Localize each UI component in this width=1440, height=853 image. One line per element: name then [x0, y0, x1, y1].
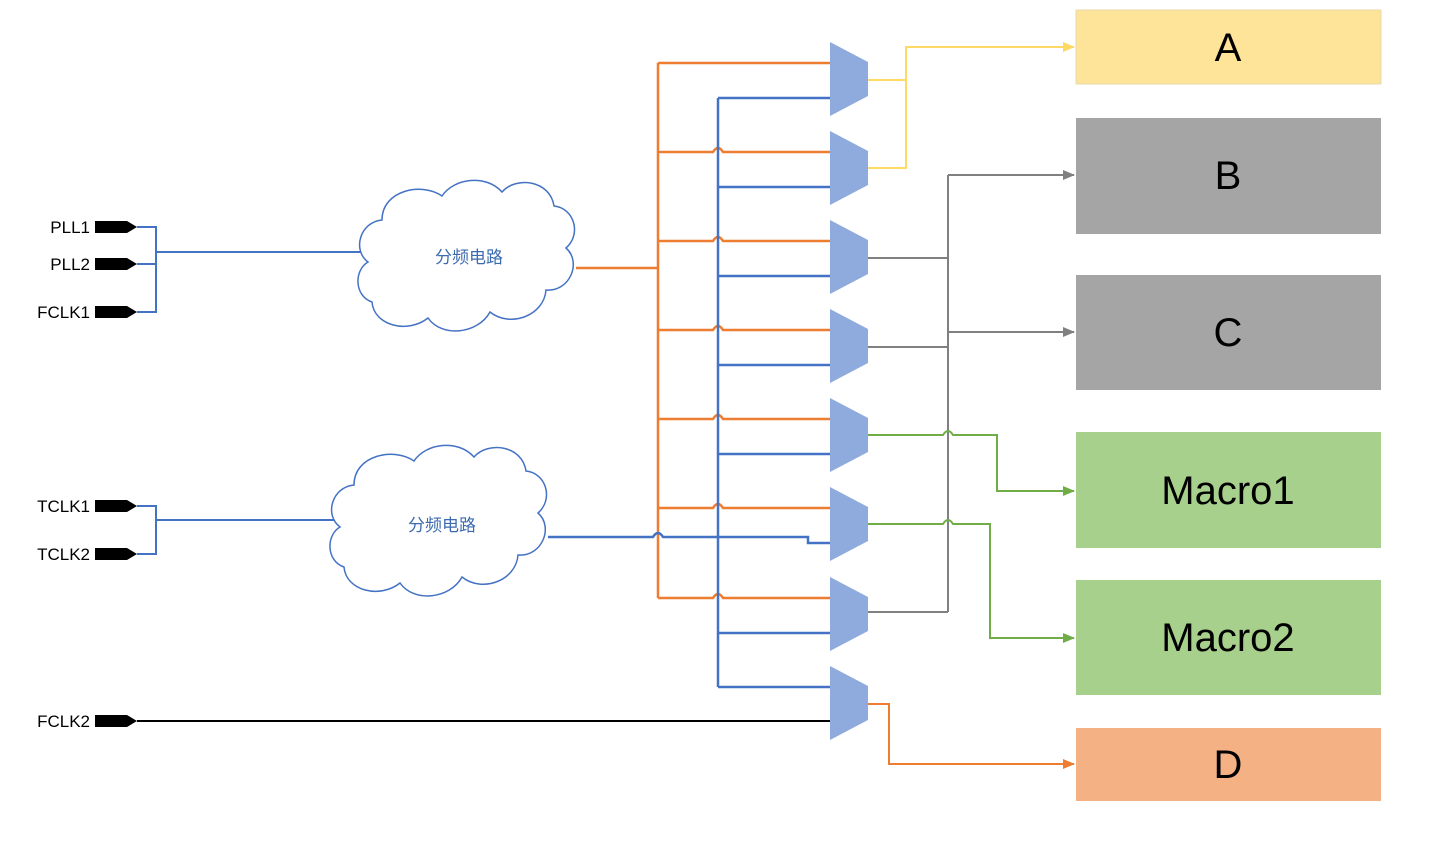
pin-pll1-label: PLL1 [50, 218, 90, 237]
pin-pll1-shape [95, 221, 137, 233]
pin-fclk1: FCLK1 [37, 303, 137, 322]
mux-3 [830, 220, 868, 294]
wire-pll-group [137, 226, 362, 313]
mux-2 [830, 131, 868, 205]
pin-pll1: PLL1 [50, 218, 137, 237]
output-d-box [1076, 728, 1381, 801]
pin-tclk1: TCLK1 [37, 497, 137, 516]
pin-fclk2: FCLK2 [37, 712, 137, 731]
input-pins: PLL1 PLL2 FCLK1 TCLK1 TCLK2 FCLK2 [37, 218, 137, 731]
pin-fclk2-shape [95, 715, 137, 727]
orange-bus [576, 61, 832, 600]
divider-cloud-bottom-shape [329, 444, 548, 597]
mux-1 [830, 42, 868, 116]
output-a-box [1075, 9, 1382, 85]
pin-fclk1-shape [95, 306, 137, 318]
orange-to-mux2 [658, 146, 832, 154]
output-macro2: Macro2 [1076, 580, 1381, 695]
mux-6 [830, 487, 868, 561]
output-c-label: C [1214, 311, 1243, 355]
blue-bus [548, 96, 832, 689]
output-a: A [1075, 9, 1382, 85]
output-d-label: D [1214, 743, 1243, 787]
pin-fclk2-label: FCLK2 [37, 712, 90, 731]
wire-to-macro1 [868, 430, 1075, 496]
wire-to-d [868, 703, 1075, 769]
blue-bus-feed [548, 531, 832, 545]
pin-tclk2: TCLK2 [37, 545, 137, 564]
orange-to-mux3 [658, 235, 832, 243]
orange-to-mux6 [658, 502, 832, 510]
orange-to-mux5 [658, 413, 832, 421]
pin-tclk2-label: TCLK2 [37, 545, 90, 564]
output-macro1: Macro1 [1076, 432, 1381, 548]
wire-mux2-to-a [868, 80, 907, 169]
wire-to-macro2 [868, 519, 1075, 643]
pin-tclk2-shape [95, 548, 137, 560]
output-b: B [1076, 118, 1381, 234]
input-wires [137, 226, 362, 555]
mux-5 [830, 398, 868, 472]
output-c-box [1076, 275, 1381, 390]
output-macro1-label: Macro1 [1161, 469, 1294, 513]
output-b-label: B [1215, 154, 1242, 198]
wire-to-a [868, 42, 1075, 81]
output-macro2-label: Macro2 [1161, 616, 1294, 660]
pin-fclk1-label: FCLK1 [37, 303, 90, 322]
mux-4 [830, 309, 868, 383]
mux-7 [830, 577, 868, 651]
orange-to-mux7 [658, 592, 832, 600]
pin-pll2-shape [95, 258, 137, 270]
output-macro1-box [1076, 432, 1381, 548]
output-b-box [1076, 118, 1381, 234]
divider-cloud-top: 分频电路 [357, 179, 576, 332]
divider-cloud-bottom: 分频电路 [329, 444, 548, 597]
output-a-label: A [1215, 26, 1242, 70]
orange-to-mux4 [658, 324, 832, 332]
pin-pll2-label: PLL2 [50, 255, 90, 274]
wire-tclk-group [137, 505, 334, 555]
pin-tclk1-label: TCLK1 [37, 497, 90, 516]
mux-8 [830, 666, 868, 740]
muxes [830, 42, 868, 740]
divider-cloud-top-label: 分频电路 [435, 248, 503, 268]
divider-cloud-top-shape [357, 179, 576, 332]
output-d: D [1076, 728, 1381, 801]
output-c: C [1076, 275, 1381, 390]
pin-tclk1-shape [95, 500, 137, 512]
output-macro2-box [1076, 580, 1381, 695]
divider-cloud-bottom-label: 分频电路 [408, 516, 476, 536]
pin-pll2: PLL2 [50, 255, 137, 274]
